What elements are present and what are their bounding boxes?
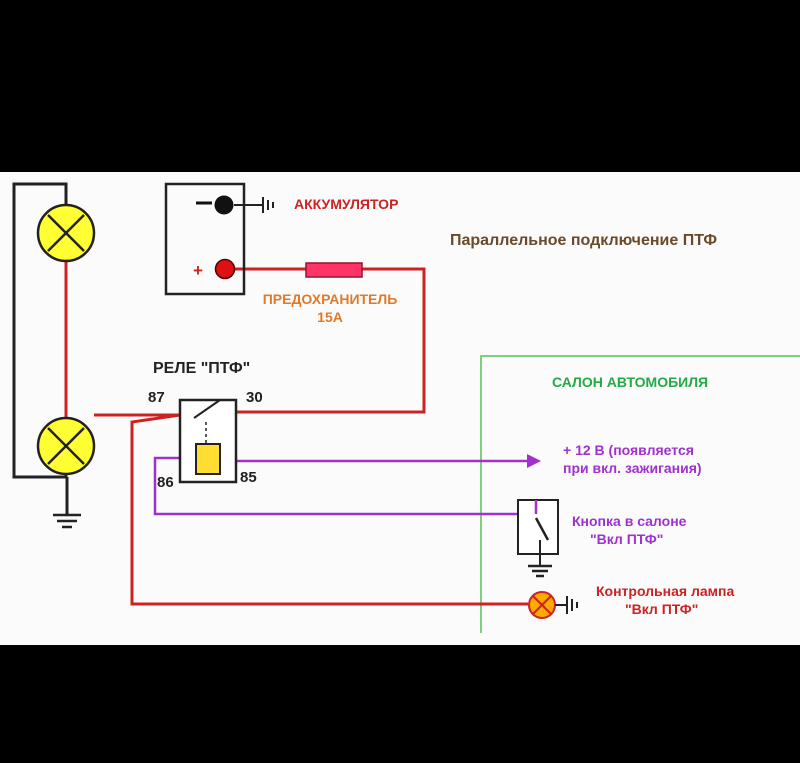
indicator-lamp-wire	[130, 413, 528, 606]
relay-label: РЕЛЕ "ПТФ"	[153, 360, 250, 377]
power-wires	[64, 233, 528, 606]
cabin-button-icon	[517, 499, 559, 578]
battery-ground-icon	[262, 197, 274, 213]
frame-ground-icon	[53, 513, 81, 529]
fog-lamp-bottom-icon	[36, 416, 96, 476]
lamp-label-line1: Контрольная лампа	[596, 583, 734, 599]
lamp-label-line2: "Вкл ПТФ"	[625, 601, 698, 617]
relay-pin-86: 86	[157, 474, 174, 491]
relay-icon	[178, 398, 238, 484]
cabin-zone-border	[480, 355, 800, 633]
ignition-label-line2: при вкл. зажигания)	[563, 460, 702, 476]
button-label-line1: Кнопка в салоне	[572, 513, 687, 529]
button-label-line2: "Вкл ПТФ"	[590, 531, 663, 547]
ignition-label-line1: + 12 В (появляется	[563, 442, 694, 458]
fuse-label-line2: 15А	[317, 309, 343, 325]
relay-pin-85: 85	[240, 469, 257, 486]
relay-pin-87: 87	[148, 389, 165, 406]
battery-plus-terminal	[214, 258, 236, 280]
diagram-title: Параллельное подключение ПТФ	[450, 232, 717, 249]
fog-lamp-top-icon	[36, 203, 96, 263]
indicator-lamp-icon	[528, 591, 578, 619]
battery-box	[164, 182, 246, 296]
battery-minus-terminal	[214, 195, 234, 215]
fuse-label-line1: ПРЕДОХРАНИТЕЛЬ	[263, 291, 398, 307]
relay-pin-30: 30	[246, 389, 263, 406]
battery-label: АККУМУЛЯТОР	[294, 196, 398, 212]
cabin-label: САЛОН АВТОМОБИЛЯ	[552, 374, 708, 390]
fuse-icon	[305, 262, 363, 278]
fuse-relay-wire	[236, 267, 426, 414]
battery-plus-sign: +	[193, 261, 203, 280]
ignition-arrow-icon	[527, 454, 541, 468]
